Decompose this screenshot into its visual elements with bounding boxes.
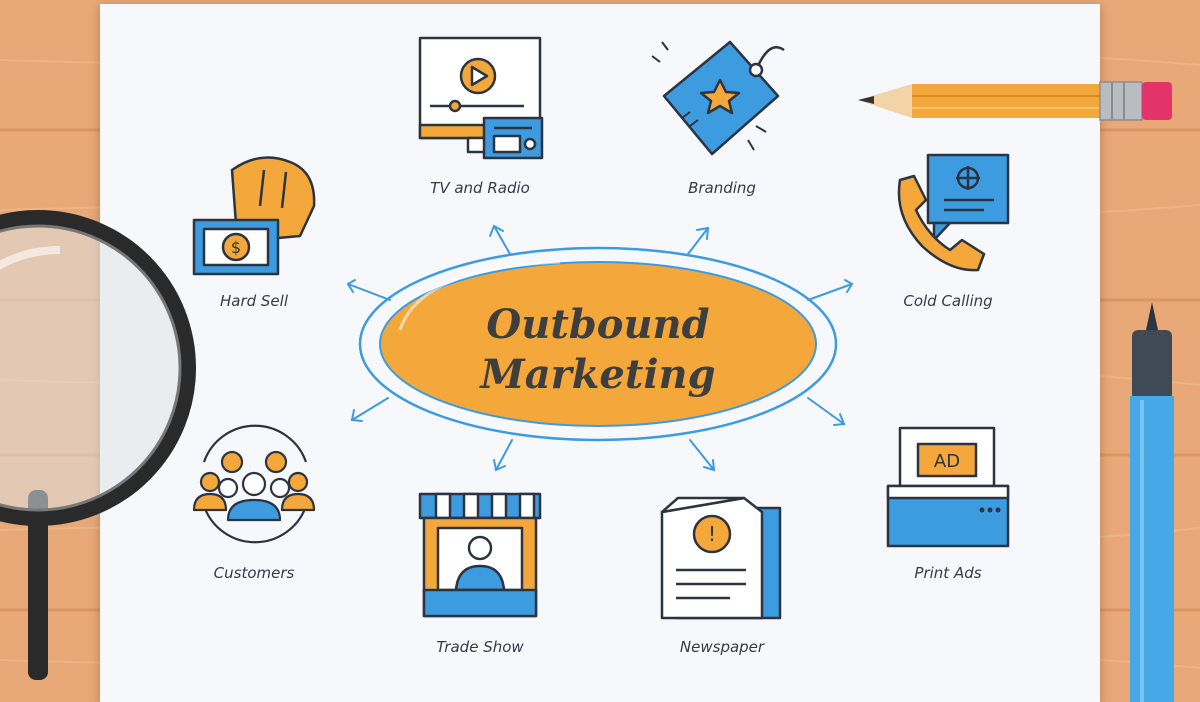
arrow-to-trade-show: [493, 439, 513, 472]
pen-icon: [1130, 302, 1174, 702]
center-node: Outbound Marketing: [358, 246, 838, 442]
branding-tag-icon: [651, 40, 785, 156]
label-print-ads: Print Ads: [914, 564, 981, 582]
connector-arrows: [346, 224, 854, 472]
newspaper-icon: !: [660, 496, 782, 620]
center-title-line-1: Outbound: [486, 301, 709, 348]
arrow-to-newspaper: [689, 439, 716, 472]
cold-calling-phone-icon: [897, 153, 1010, 272]
print-ads-printer-icon: AD: [886, 426, 1010, 548]
arrow-to-cold-calling: [807, 279, 854, 301]
pencil-icon: [858, 81, 1172, 121]
label-newspaper: Newspaper: [680, 638, 765, 656]
tv-radio-icon: [418, 36, 544, 160]
dollar-sign: $: [231, 238, 241, 257]
label-cold-calling: Cold Calling: [903, 292, 992, 310]
arrow-to-print-ads: [807, 397, 846, 426]
label-tv-radio: TV and Radio: [430, 179, 530, 197]
arrow-to-customers: [350, 397, 389, 422]
ad-text: AD: [934, 451, 960, 472]
hard-sell-fist-icon: $: [192, 156, 316, 276]
arrow-to-hard-sell: [346, 279, 391, 301]
label-customers: Customers: [214, 564, 295, 582]
label-branding: Branding: [688, 179, 756, 197]
arrow-to-branding: [687, 226, 710, 255]
label-trade-show: Trade Show: [436, 638, 524, 656]
arrow-to-tv-radio: [489, 224, 511, 255]
customers-group-icon: [192, 424, 316, 544]
label-hard-sell: Hard Sell: [220, 292, 289, 310]
center-title-line-2: Marketing: [478, 351, 715, 398]
trade-show-booth-icon: [418, 492, 542, 618]
magnifying-glass-icon: [0, 210, 196, 680]
exclamation-mark: !: [708, 522, 716, 546]
